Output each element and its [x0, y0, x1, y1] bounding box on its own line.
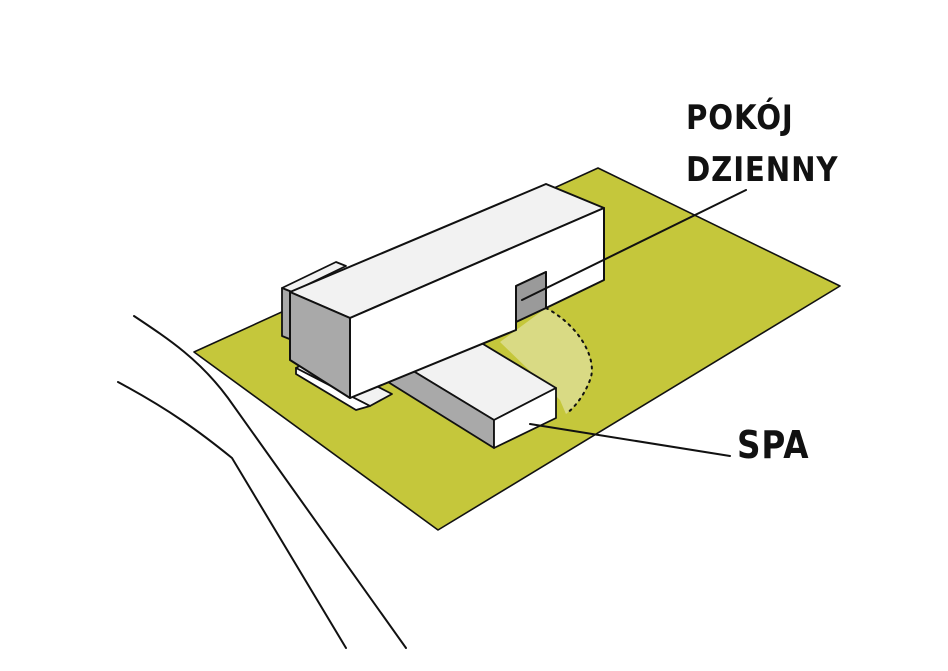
- label-living-room: POKÓJ DZIENNY: [686, 92, 838, 196]
- glass-swing-highlight: [500, 308, 592, 414]
- living-volume-underside: [515, 271, 547, 323]
- door-swing-arc: [545, 307, 593, 415]
- road-line-lower: [117, 381, 347, 649]
- spa-volume-front: [493, 387, 557, 449]
- leader-lines: [521, 189, 747, 457]
- label-living-room-line2: DZIENNY: [686, 150, 839, 190]
- road-line-upper: [133, 315, 407, 649]
- road-lines: [117, 315, 407, 649]
- label-spa: SPA: [737, 423, 810, 467]
- leader-living-room: [521, 189, 747, 301]
- leader-spa: [529, 423, 731, 457]
- living-room-volume: [289, 183, 605, 399]
- living-volume-side: [289, 291, 351, 399]
- label-living-room-line1: POKÓJ: [686, 98, 794, 138]
